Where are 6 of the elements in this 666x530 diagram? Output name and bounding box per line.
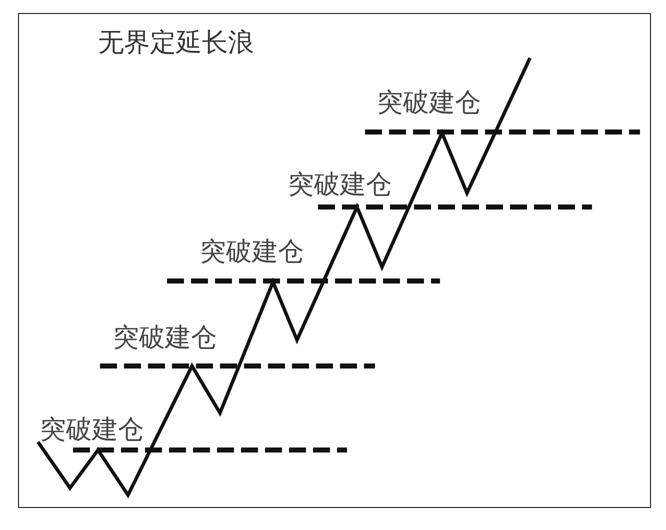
breakout-label: 突破建仓 [113,325,217,351]
diagram-title: 无界定延长浪 [98,30,254,56]
breakout-label: 突破建仓 [377,90,481,116]
breakout-label: 突破建仓 [40,417,144,443]
breakout-label: 突破建仓 [288,172,392,198]
breakout-label: 突破建仓 [200,239,304,265]
